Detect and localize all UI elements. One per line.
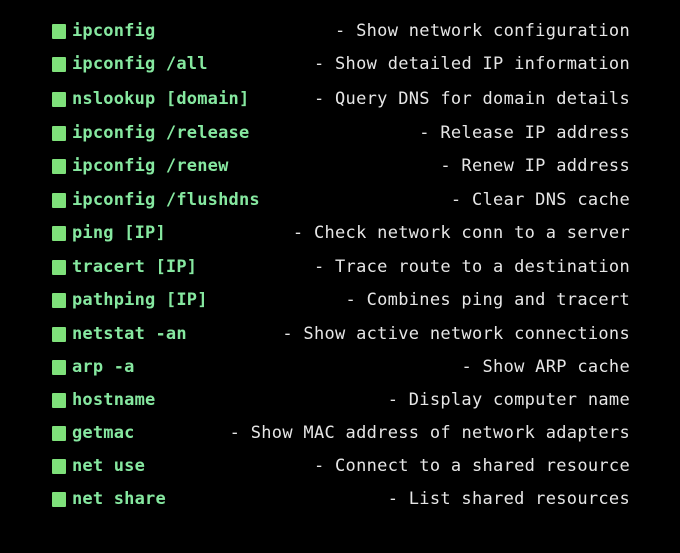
command-row: getmac - Show MAC address of network ada… (52, 421, 630, 445)
command-text: net share (72, 489, 166, 509)
command-description: - Trace route to a destination (313, 257, 630, 277)
command-text: net use (72, 456, 146, 476)
green-square-bullet-icon (52, 359, 66, 375)
command-description: - Show ARP cache (461, 357, 630, 377)
command-row: tracert [IP] - Trace route to a destinat… (52, 255, 630, 279)
green-square-bullet-icon (52, 259, 66, 275)
command-row: net use - Connect to a shared resource (52, 454, 630, 478)
command-description: - Connect to a shared resource (313, 456, 630, 476)
green-square-bullet-icon (52, 392, 66, 408)
green-square-bullet-icon (52, 326, 66, 342)
command-row: ipconfig /all - Show detailed IP informa… (52, 52, 630, 76)
command-row: net share - List shared resources (52, 487, 630, 511)
command-text: hostname (72, 390, 156, 410)
command-cell: hostname (52, 390, 155, 410)
command-description: - List shared resources (387, 489, 630, 509)
command-row: arp -a - Show ARP cache (52, 355, 630, 379)
command-text: tracert [IP] (72, 257, 198, 277)
command-row: pathping [IP] - Combines ping and tracer… (52, 288, 630, 312)
command-cell: tracert [IP] (52, 257, 197, 277)
command-text: ipconfig /flushdns (72, 190, 260, 210)
command-text: ipconfig /renew (72, 156, 229, 176)
command-row: ipconfig - Show network configuration (52, 19, 630, 43)
command-cell: ipconfig /release (52, 123, 249, 143)
green-square-bullet-icon (52, 425, 66, 441)
green-square-bullet-icon (52, 192, 66, 208)
green-square-bullet-icon (52, 491, 66, 507)
command-description: - Clear DNS cache (450, 190, 630, 210)
command-cell: arp -a (52, 357, 135, 377)
command-description: - Display computer name (387, 390, 630, 410)
command-description: - Show detailed IP information (313, 54, 630, 74)
command-text: ping [IP] (72, 223, 166, 243)
command-cell: ping [IP] (52, 223, 166, 243)
command-description: - Show network configuration (335, 21, 630, 41)
command-cell: net use (52, 456, 145, 476)
command-cell: getmac (52, 423, 135, 443)
command-row: netstat -an - Show active network connec… (52, 322, 630, 346)
green-square-bullet-icon (52, 125, 66, 141)
command-description: - Show MAC address of network adapters (229, 423, 630, 443)
green-square-bullet-icon (52, 56, 66, 72)
command-text: ipconfig /all (72, 54, 208, 74)
green-square-bullet-icon (52, 23, 66, 39)
command-text: arp -a (72, 357, 135, 377)
command-cell: ipconfig (52, 21, 155, 41)
command-cell: netstat -an (52, 324, 187, 344)
command-row: ipconfig /release - Release IP address (52, 121, 630, 145)
command-cell: nslookup [domain] (52, 89, 249, 109)
command-description: - Check network conn to a server (292, 223, 630, 243)
command-text: getmac (72, 423, 135, 443)
command-row: ipconfig /flushdns - Clear DNS cache (52, 188, 630, 212)
command-description: - Release IP address (419, 123, 630, 143)
command-row: ipconfig /renew - Renew IP address (52, 154, 630, 178)
command-cell: ipconfig /renew (52, 156, 229, 176)
command-row: nslookup [domain] - Query DNS for domain… (52, 87, 630, 111)
command-description: - Renew IP address (440, 156, 630, 176)
command-text: ipconfig (72, 21, 156, 41)
green-square-bullet-icon (52, 91, 66, 107)
command-cell: ipconfig /all (52, 54, 208, 74)
command-cell: pathping [IP] (52, 290, 208, 310)
command-cell: net share (52, 489, 166, 509)
command-description: - Show active network connections (282, 324, 630, 344)
command-cell: ipconfig /flushdns (52, 190, 260, 210)
command-text: nslookup [domain] (72, 89, 250, 109)
command-text: pathping [IP] (72, 290, 208, 310)
command-row: hostname - Display computer name (52, 388, 630, 412)
command-text: netstat -an (72, 324, 187, 344)
command-row: ping [IP] - Check network conn to a serv… (52, 221, 630, 245)
command-description: - Combines ping and tracert (345, 290, 630, 310)
green-square-bullet-icon (52, 458, 66, 474)
green-square-bullet-icon (52, 225, 66, 241)
command-description: - Query DNS for domain details (313, 89, 630, 109)
green-square-bullet-icon (52, 158, 66, 174)
command-text: ipconfig /release (72, 123, 250, 143)
green-square-bullet-icon (52, 292, 66, 308)
